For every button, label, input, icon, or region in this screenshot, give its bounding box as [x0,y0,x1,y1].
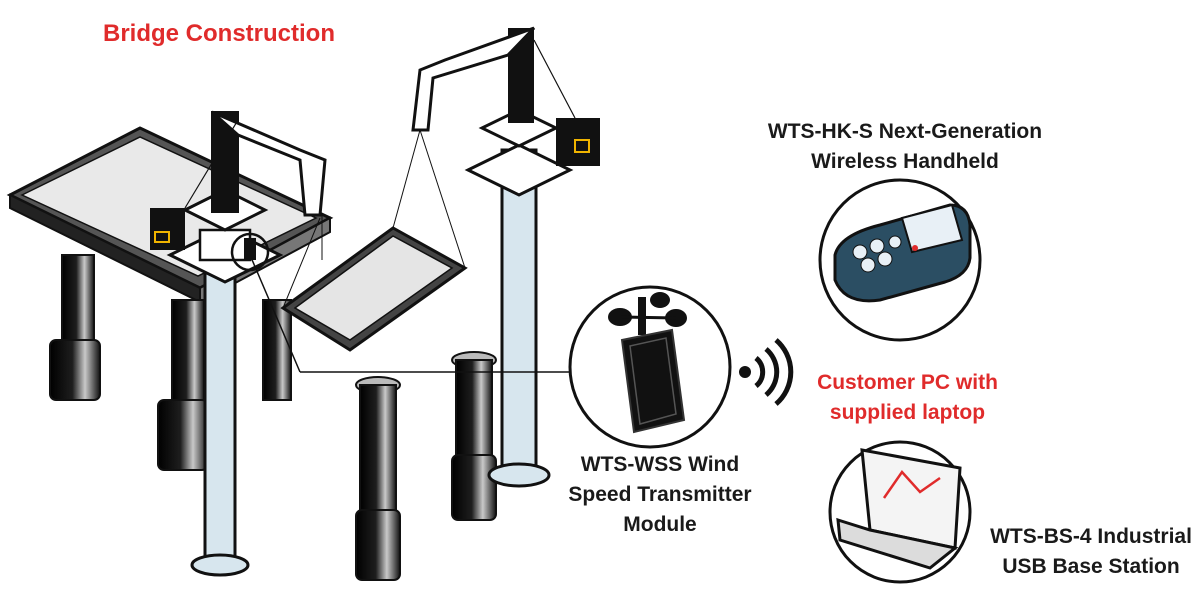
sensor-highlight-circle [230,232,270,272]
crane-icon [150,110,327,577]
laptop-icon [828,440,972,584]
customer-pc-label: Customer PC with supplied laptop [800,368,1015,428]
anemometer-small-icon [244,238,256,260]
customer-pc-label-line-2: supplied laptop [829,401,986,424]
transmitter-label-line-1: WTS-WSS Wind [580,453,740,476]
handheld-label-line-1: WTS-HK-S Next-Generation [767,120,1043,143]
transmitter-label-line-3: Module [623,513,697,536]
handheld-device-icon [818,178,982,342]
wireless-signal-icon [739,338,794,406]
transmitter-label: WTS-WSS Wind Speed Transmitter Module [555,450,765,540]
base-station-label: WTS-BS-4 Industrial USB Base Station [985,522,1197,582]
crane-icon [411,26,600,488]
handheld-label: WTS-HK-S Next-Generation Wireless Handhe… [740,117,1070,177]
anemometer-icon [568,285,732,449]
customer-pc-label-line-1: Customer PC with [817,371,998,394]
deck-segment-icon [280,129,468,352]
handheld-label-line-2: Wireless Handheld [811,150,999,173]
base-station-label-line-1: WTS-BS-4 Industrial [990,525,1192,548]
pier-column-icon [49,254,497,581]
base-station-label-line-2: USB Base Station [1002,555,1180,578]
transmitter-label-line-2: Speed Transmitter [568,483,752,506]
page-title: Bridge Construction [103,20,335,47]
